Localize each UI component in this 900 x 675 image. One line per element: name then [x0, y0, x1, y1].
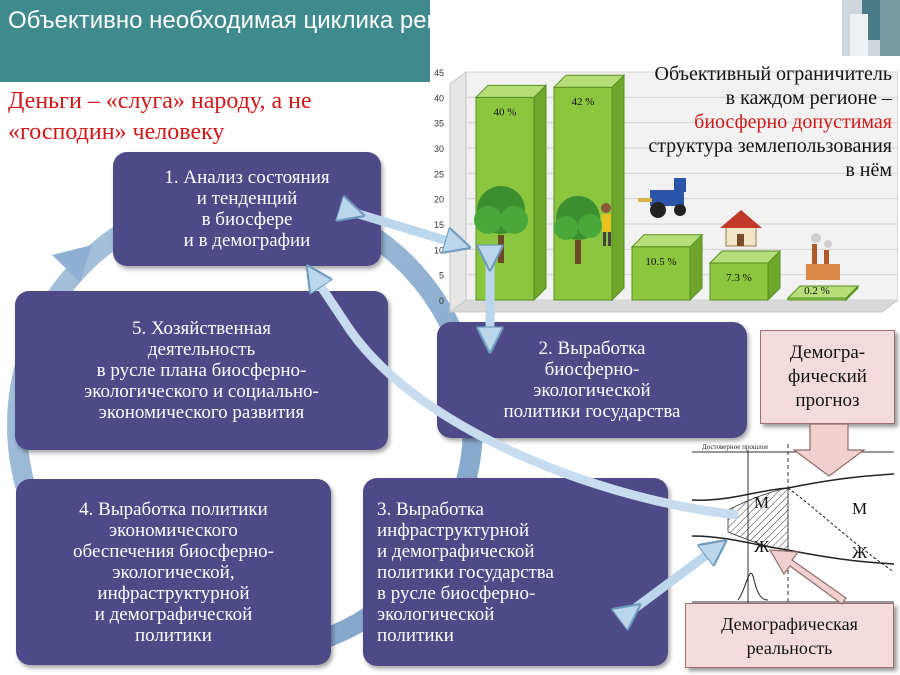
- graph-label-past: Достоверное прошлое: [702, 443, 768, 451]
- chart-value-label: 40 %: [494, 106, 517, 118]
- chart-bar: [786, 284, 860, 302]
- tree-illustration-2: [554, 196, 602, 264]
- chart-y-tick-label: 20: [434, 195, 444, 205]
- chart-bar-front: [553, 86, 613, 301]
- chart-value-label: 7.3 %: [726, 272, 752, 284]
- reality-text: Демографическая реальность: [721, 613, 858, 658]
- tractor-illustration: [638, 178, 686, 218]
- chart-value-label: 10.5 %: [645, 256, 676, 268]
- chart-caption-line-4: структура землепользования: [648, 135, 892, 157]
- chart-y-tick-label: 10: [434, 245, 444, 255]
- graph-label-zh-right: Ж: [852, 543, 868, 562]
- factory-illustration: [806, 233, 840, 280]
- chart-y-tick-label: 40: [434, 93, 444, 103]
- chart-y-ticks: 0 5 10 15 20 25 30 35 40 45: [434, 68, 444, 306]
- chart-bar-top: [630, 234, 704, 248]
- step-5-economic-activity: 5. Хозяйственная деятельность в русле пл…: [15, 291, 388, 450]
- step-4-economic-policy: 4. Выработка политики экономического обе…: [16, 479, 331, 665]
- hiker-illustration: [601, 203, 611, 246]
- graph-label-m-right: М: [852, 499, 867, 518]
- house-illustration: [720, 210, 762, 247]
- demographic-forecast-box: Демогра- фический прогноз: [760, 330, 895, 424]
- chart-y-tick-label: 5: [439, 271, 444, 281]
- chart-caption-line-1: Объективный ограничитель: [654, 63, 893, 85]
- chart-bar-top: [474, 84, 548, 98]
- chart-y-tick-label: 0: [439, 296, 444, 306]
- graph-peak-curve: [737, 572, 769, 601]
- chart-value-label: 0.2 %: [804, 285, 830, 297]
- chart-bar-top: [786, 285, 860, 299]
- slide-subtitle: Деньги – «слуга» народу, а не «господин»…: [8, 88, 312, 145]
- graph-label-zh-left: Ж: [754, 537, 770, 556]
- step-5-text: 5. Хозяйственная деятельность в русле пл…: [84, 318, 319, 423]
- slide-title: Объективно необходимая циклика решения з…: [8, 7, 900, 34]
- graph-hatched-region: [727, 487, 789, 551]
- step-4-text: 4. Выработка политики экономического обе…: [73, 498, 274, 646]
- title-bar: Объективно необходимая циклика решения з…: [0, 0, 900, 82]
- step-3-text: 3. Выработка инфраструктурной и демограф…: [377, 498, 554, 646]
- chart-y-tick-label: 15: [434, 220, 444, 230]
- step-1-analysis: 1. Анализ состояния и тенденций в биосфе…: [113, 152, 381, 266]
- chart-bar-top: [552, 74, 626, 88]
- chart-caption-line-5: в нём: [845, 159, 892, 181]
- graph-label-m-left: М: [754, 493, 769, 512]
- chart-value-label: 42 %: [572, 96, 595, 108]
- forecast-text: Демогра- фический прогноз: [788, 342, 867, 411]
- chart-caption-line-2: в каждом регионе –: [725, 87, 892, 109]
- step-3-infrastructure-policy: 3. Выработка инфраструктурной и демограф…: [363, 478, 668, 666]
- chart-bar-top: [708, 250, 782, 264]
- chart-caption: Объективный ограничитель в каждом регион…: [540, 62, 892, 182]
- chart-y-tick-label: 25: [434, 169, 444, 179]
- step-1-text: 1. Анализ состояния и тенденций в биосфе…: [164, 167, 330, 251]
- corner-decoration: [842, 0, 900, 56]
- cycle-ring-arrowhead: [52, 245, 92, 282]
- chart-y-tick-label: 45: [434, 68, 444, 78]
- demographic-reality-box: Демографическая реальность: [685, 603, 894, 668]
- graph-curve-dashed: [787, 487, 895, 573]
- chart-bar-front: [631, 246, 691, 301]
- chart-caption-line-3: биосферно допустимая: [694, 111, 892, 133]
- chart-y-tick-label: 30: [434, 144, 444, 154]
- graph-label-forecast: Прогноз: [810, 443, 835, 451]
- chart-bar: [552, 73, 626, 302]
- chart-y-tick-label: 35: [434, 119, 444, 129]
- step-2-text: 2. Выработка биосферно- экологической по…: [503, 338, 681, 422]
- demographic-graph: Достоверное прошлое Прогноз М Ж М Ж: [688, 440, 898, 610]
- step-2-biosphere-policy: 2. Выработка биосферно- экологической по…: [437, 322, 747, 438]
